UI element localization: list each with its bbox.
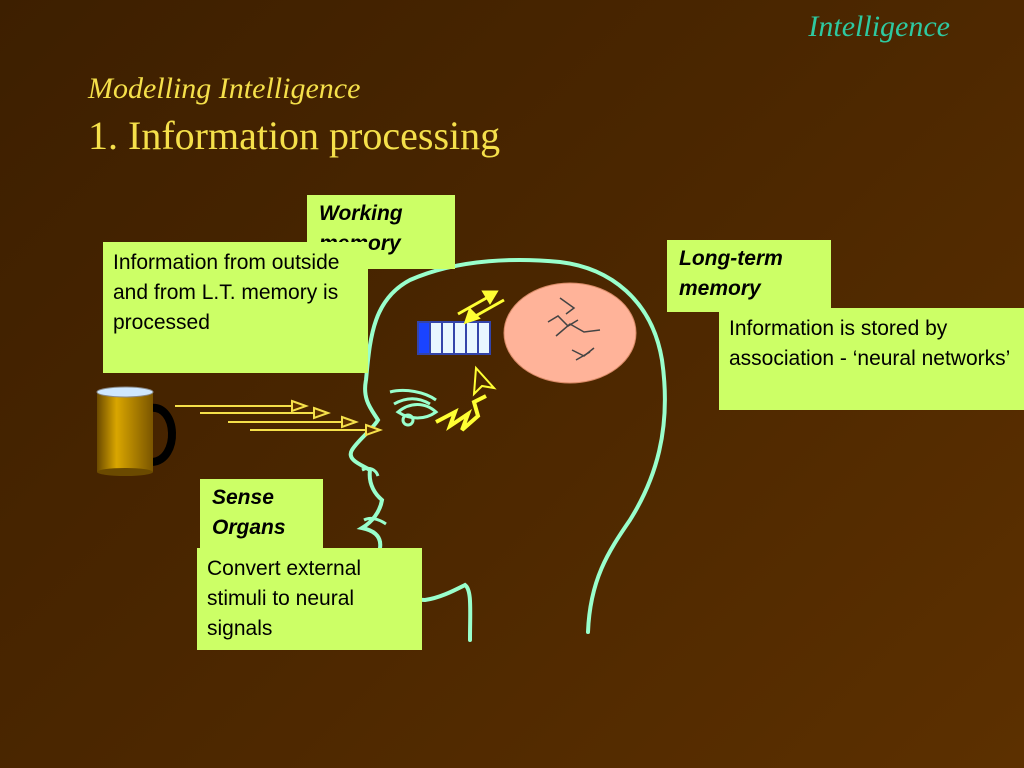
stimulus-arrows <box>175 399 383 437</box>
sense-organs-label: Sense Organs <box>200 479 323 551</box>
face-details <box>361 466 387 526</box>
memory-transfer-arrows <box>457 290 505 325</box>
eye-icon <box>389 388 439 427</box>
long-term-memory-blob <box>503 282 637 384</box>
slide-subtitle: Modelling Intelligence <box>88 72 361 105</box>
mug-icon <box>96 386 176 476</box>
signal-arrowhead <box>472 365 497 397</box>
neural-signal-zigzag <box>435 394 487 432</box>
section-title: Intelligence <box>808 10 950 43</box>
long-term-memory-description: Information is stored by association - ‘… <box>719 308 1024 410</box>
slide-title: 1. Information processing <box>88 113 501 158</box>
working-memory-buffer <box>417 321 491 355</box>
sense-organs-description: Convert external stimuli to neural signa… <box>197 548 422 650</box>
long-term-memory-label: Long-term memory <box>667 240 831 312</box>
working-memory-description: Information from outside and from L.T. m… <box>103 242 368 373</box>
